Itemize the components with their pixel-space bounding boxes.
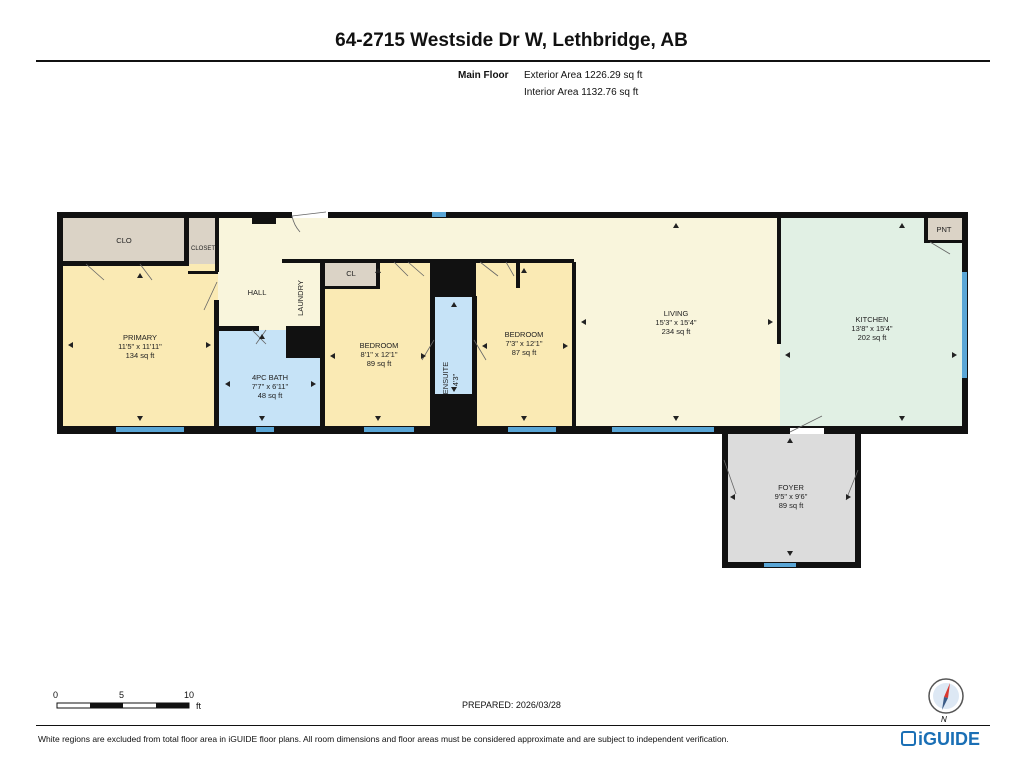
bedroom1-name: BEDROOM [360, 341, 399, 350]
kitchen-name: KITCHEN [856, 315, 889, 324]
compass-north-label: N [941, 715, 947, 724]
footer-divider [36, 725, 990, 726]
page-title: 64-2715 Westside Dr W, Lethbridge, AB [335, 30, 688, 51]
room-clo [61, 216, 188, 264]
pnt-label: PNT [937, 225, 952, 234]
kitchen-area: 202 sq ft [858, 333, 888, 342]
floor-name: Main Floor [458, 70, 509, 81]
prepared-date: PREPARED: 2026/03/28 [462, 700, 561, 710]
scale-bar [56, 702, 190, 709]
cl-label: CL [346, 269, 356, 278]
room-primary [61, 264, 218, 428]
scale-tick-10: 10 [184, 690, 195, 700]
room-cl [324, 262, 380, 288]
primary-name: PRIMARY [123, 333, 157, 342]
scale-tick-5: 5 [119, 690, 125, 700]
disclaimer: White regions are excluded from total fl… [38, 734, 729, 744]
closet-label: CLOSET [191, 246, 215, 252]
room-kitchen [780, 216, 964, 428]
room-foyer [724, 432, 858, 564]
brand-icon [901, 731, 916, 746]
room-pnt [926, 216, 962, 240]
bedroom1-dims: 8'1" x 12'1" [361, 350, 398, 359]
interior-area: Interior Area 1132.76 sq ft [524, 87, 639, 98]
foyer-name: FOYER [778, 483, 804, 492]
room-ensuite [434, 296, 474, 396]
bedroom2-dims: 7'3" x 12'1" [506, 339, 543, 348]
room-bedroom-2 [476, 262, 574, 428]
room-closet [188, 218, 218, 272]
brand-logo: iGUIDE [901, 729, 980, 750]
bath-area: 48 sq ft [258, 391, 284, 400]
living-area: 234 sq ft [662, 327, 692, 336]
exterior-area: Exterior Area 1226.29 sq ft [524, 70, 643, 81]
laundry-label: LAUNDRY [296, 280, 305, 316]
header-divider [36, 60, 990, 62]
foyer-area: 89 sq ft [779, 501, 805, 510]
kitchen-dims: 13'8" x 15'4" [851, 324, 892, 333]
compass-icon [928, 678, 964, 714]
room-bedroom-1 [324, 262, 432, 428]
primary-area: 134 sq ft [126, 351, 156, 360]
ensuite-dims: 4'3" [451, 373, 460, 386]
primary-dims: 11'5" x 11'11" [118, 342, 162, 351]
living-name: LIVING [664, 309, 689, 318]
bedroom2-name: BEDROOM [505, 330, 544, 339]
bedroom2-area: 87 sq ft [512, 348, 538, 357]
scale-tick-0: 0 [53, 690, 59, 700]
scale-unit: ft [196, 701, 202, 711]
living-dims: 15'3" x 15'4" [655, 318, 696, 327]
bath-dims: 7'7" x 6'11" [252, 382, 289, 391]
bedroom1-area: 89 sq ft [367, 359, 393, 368]
foyer-dims: 9'5" x 9'6" [775, 492, 808, 501]
bath-name: 4PC BATH [252, 373, 288, 382]
clo-label: CLO [116, 236, 132, 245]
hall-label: HALL [248, 288, 267, 297]
windows [116, 212, 967, 567]
doors [85, 211, 951, 501]
ensuite-name: ENSUITE [441, 362, 450, 395]
